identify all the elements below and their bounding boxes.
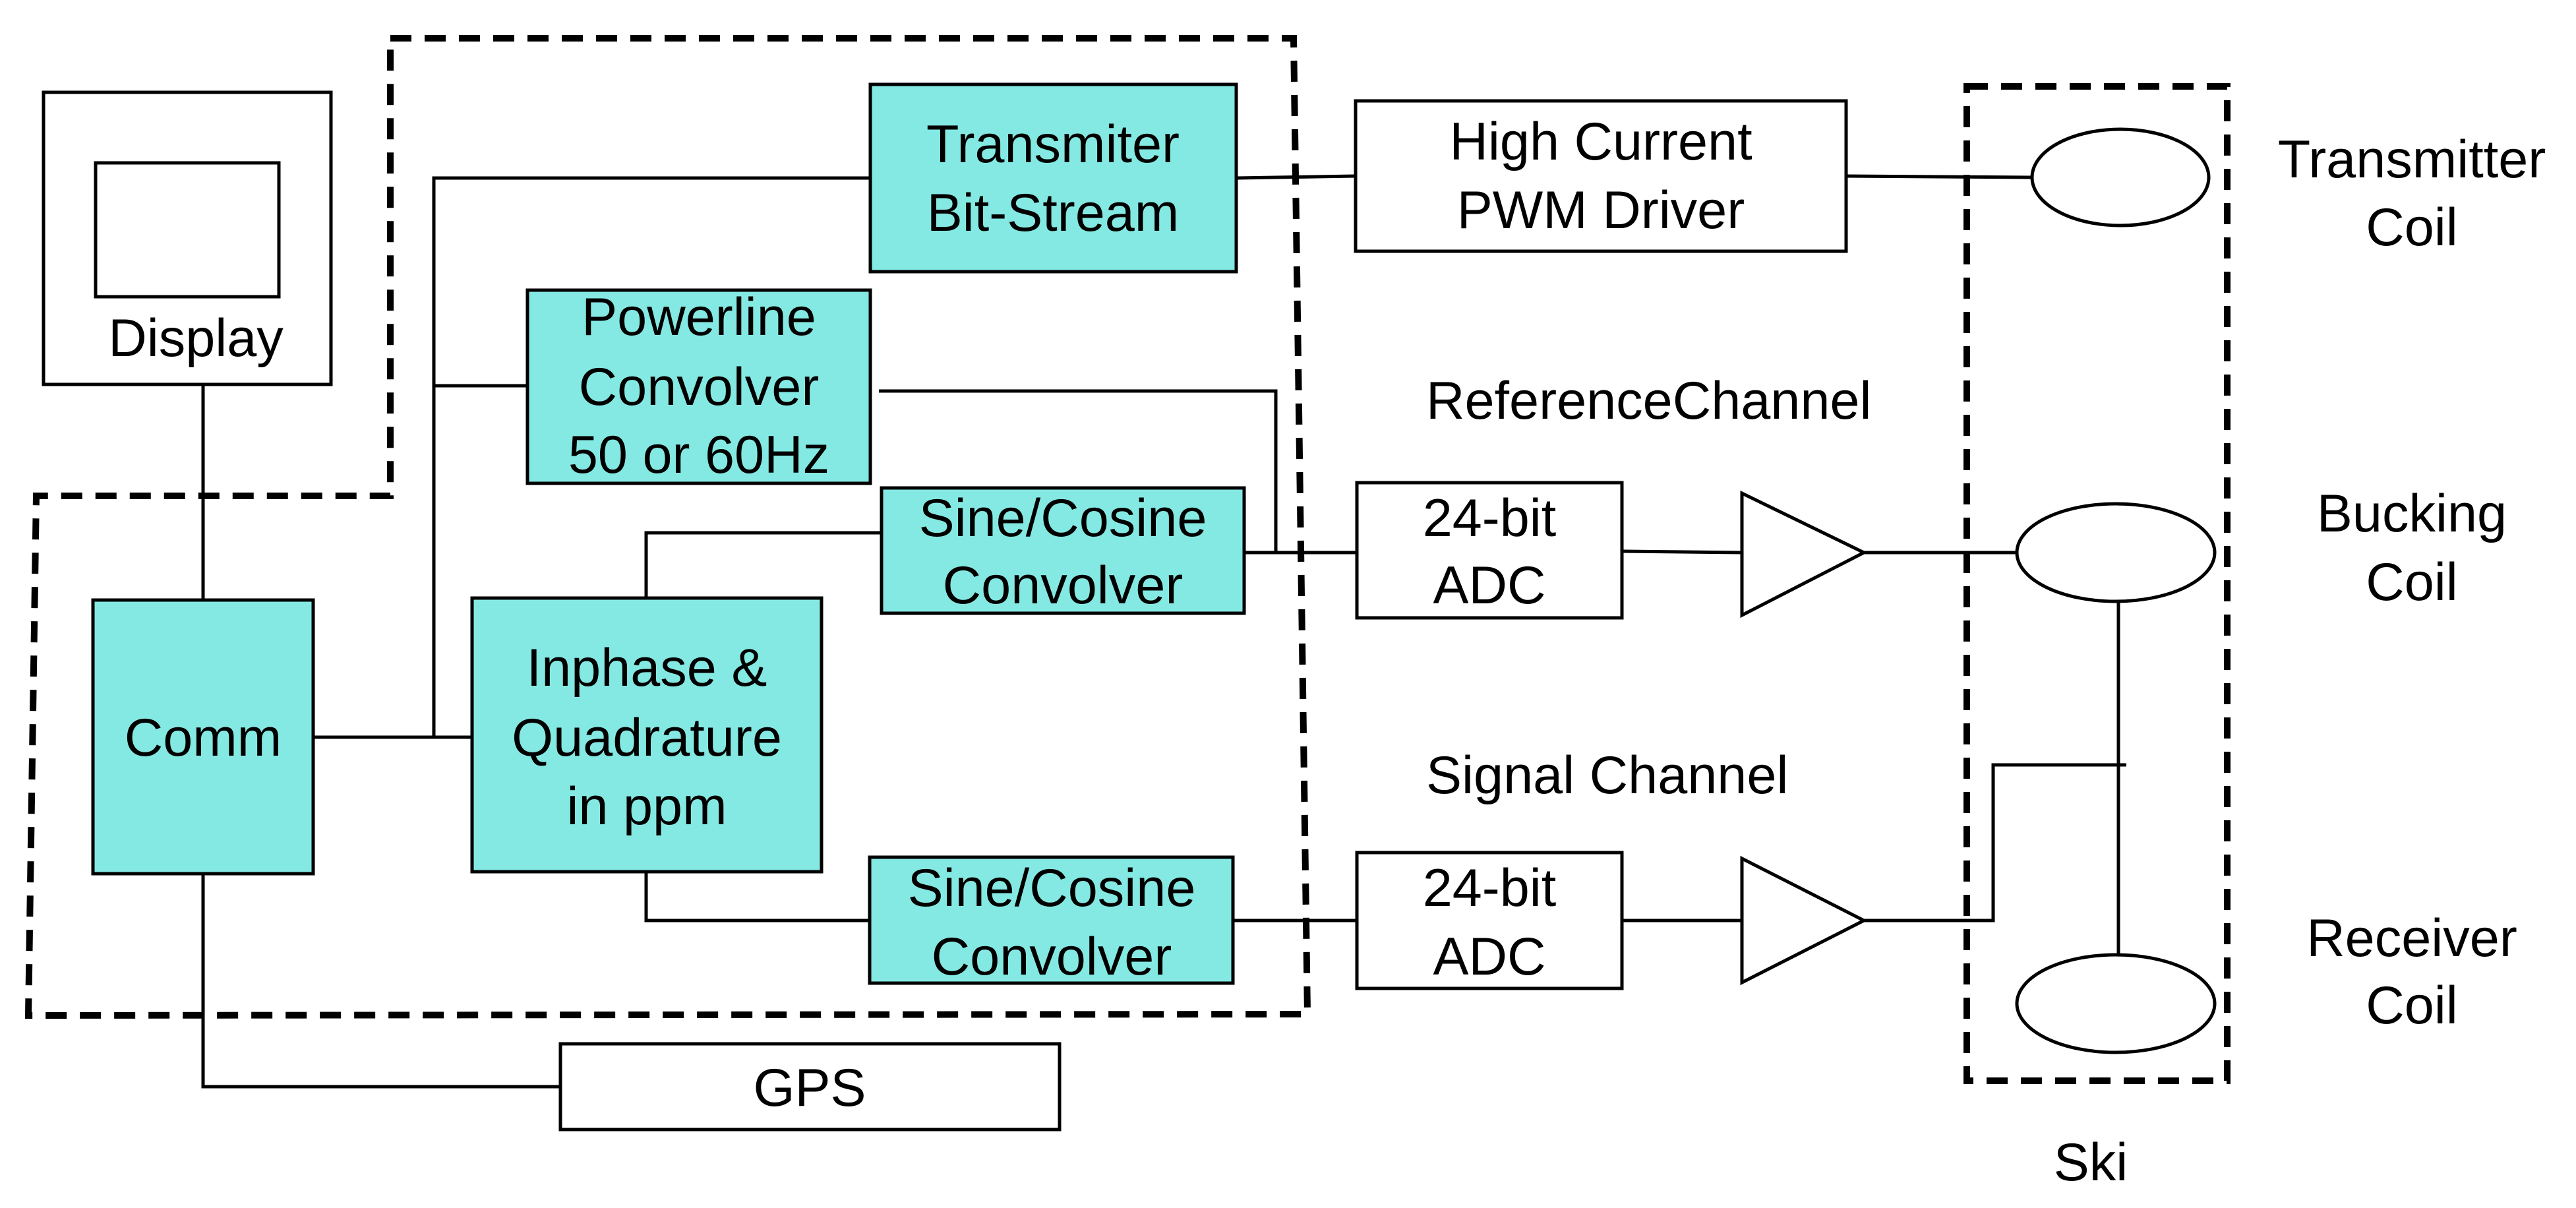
iq-line2: Quadrature [512,708,782,768]
adc-sig-block: 24-bit ADC [1355,851,1624,990]
bucking-coil-label-line1: Bucking [2317,484,2507,543]
sine-cos-sig-line2: Convolver [932,927,1172,986]
transmitter-coil-icon [2030,127,2211,227]
sine-cosine-convolver-ref-block: Sine/Cosine Convolver [880,486,1246,615]
adc-sig-line2: ADC [1433,927,1545,986]
amplifier-ref-icon [1740,491,1868,619]
adc-ref-block: 24-bit ADC [1355,481,1624,620]
bucking-coil-icon [2015,502,2217,603]
receiver-coil-icon [2015,953,2217,1054]
comm-block: Comm [91,598,315,876]
gps-label: GPS [753,1058,866,1118]
gps-block: GPS [558,1042,1062,1132]
amplifier-sig-icon [1740,855,1868,986]
reference-channel-label: ReferenceChannel [1426,371,1871,431]
display-screen [94,161,281,299]
powerline-convolver-block: Powerline Convolver 50 or 60Hz [525,287,872,485]
processor-boundary [24,35,1311,1019]
display-block: Display [42,90,333,386]
powerline-line1: Powerline [582,287,816,347]
connection-wires [201,174,2126,1089]
transmitter-coil-label-line1: Transmitter [2278,130,2546,189]
ski-label: Ski [2054,1133,2128,1192]
receiver-coil-label-line1: Receiver [2306,909,2517,968]
transmitter-coil-label-line2: Coil [2366,198,2458,257]
transmitter-bitstream-block: Transmiter Bit-Stream [868,82,1238,274]
transmitter-bitstream-line1: Transmiter [926,115,1180,174]
iq-line3: in ppm [566,777,727,836]
adc-ref-line1: 24-bit [1423,489,1557,548]
transmitter-bitstream-line2: Bit-Stream [927,183,1180,243]
pwm-driver-line1: High Current [1449,112,1752,171]
pwm-driver-block: High Current PWM Driver [1354,99,1848,253]
sine-cos-ref-line2: Convolver [943,556,1183,615]
iq-line1: Inphase & [527,638,767,698]
inphase-quadrature-block: Inphase & Quadrature in ppm [470,596,824,874]
receiver-coil-label-line2: Coil [2366,976,2458,1035]
powerline-line2: Convolver [579,357,820,417]
comm-label: Comm [125,708,282,768]
powerline-line3: 50 or 60Hz [568,425,829,485]
pwm-driver-line2: PWM Driver [1457,181,1745,240]
display-label: Display [108,309,284,368]
adc-sig-line1: 24-bit [1423,859,1557,918]
adc-ref-line2: ADC [1433,556,1545,615]
sine-cos-sig-line1: Sine/Cosine [908,859,1196,918]
sine-cos-ref-line1: Sine/Cosine [919,489,1207,548]
ski-boundary [1963,83,2231,1084]
bucking-coil-label-line2: Coil [2366,553,2458,612]
signal-channel-label: Signal Channel [1426,746,1788,805]
sine-cosine-convolver-sig-block: Sine/Cosine Convolver [868,855,1235,986]
